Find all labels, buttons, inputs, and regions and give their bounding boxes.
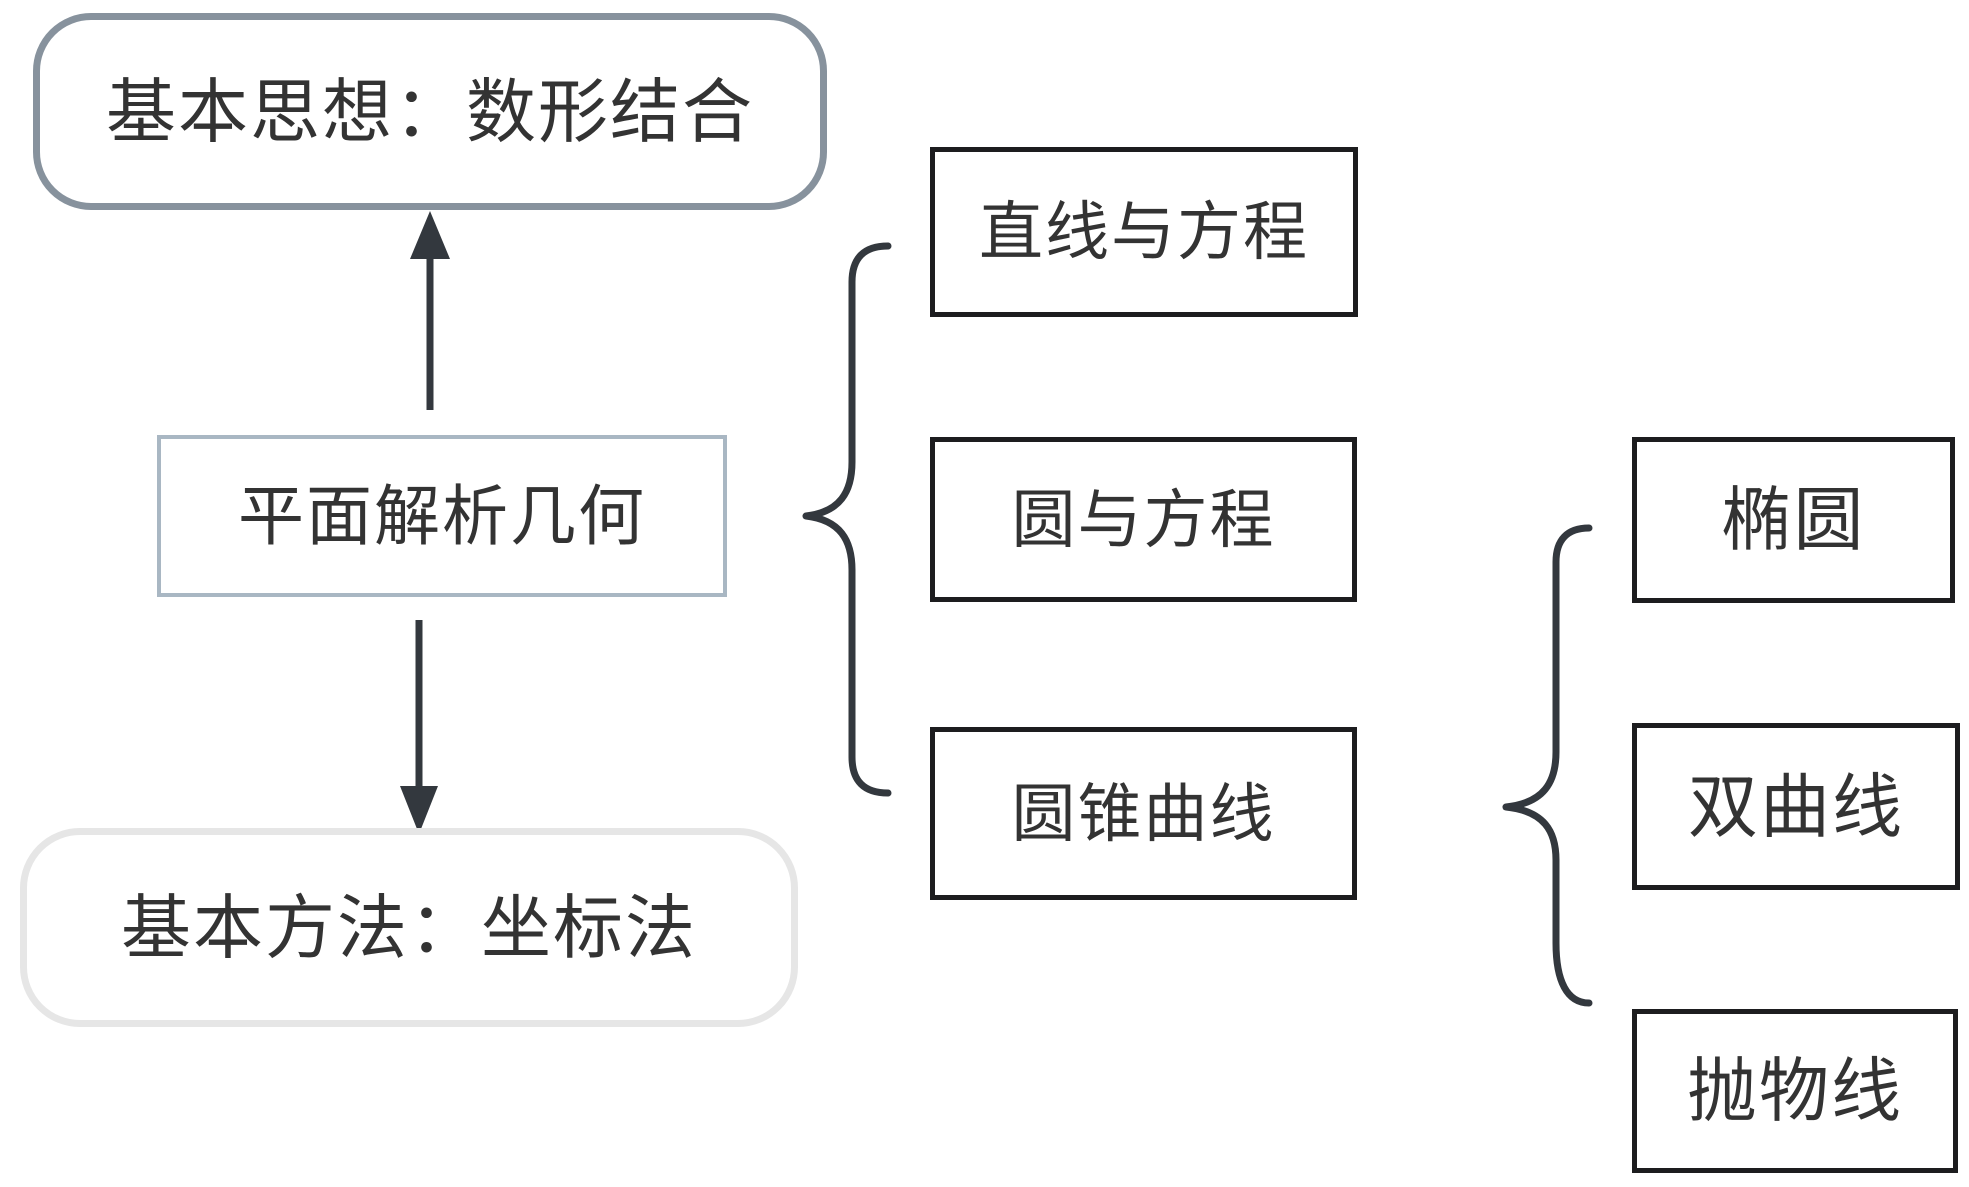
node-circle-and-equation[interactable]: 圆与方程 <box>930 437 1357 602</box>
arrow-down-head-icon <box>400 786 438 834</box>
node-hyperbola[interactable]: 双曲线 <box>1632 723 1960 890</box>
node-basic-method-label: 基本方法：坐标法 <box>121 888 697 967</box>
curly-brace-level-2 <box>1502 524 1593 1007</box>
node-line-and-equation-label: 直线与方程 <box>979 196 1309 268</box>
node-conic-sections-label: 圆锥曲线 <box>1011 777 1276 850</box>
node-parabola-label: 抛物线 <box>1687 1052 1903 1130</box>
node-conic-sections[interactable]: 圆锥曲线 <box>930 727 1357 900</box>
node-ellipse-label: 椭圆 <box>1721 481 1866 559</box>
node-circle-and-equation-label: 圆与方程 <box>1011 483 1276 556</box>
node-root[interactable]: 平面解析几何 <box>157 435 727 597</box>
node-basic-method[interactable]: 基本方法：坐标法 <box>20 828 798 1027</box>
arrow-down-connector <box>400 620 438 834</box>
curly-brace-level-1 <box>802 242 892 797</box>
node-root-label: 平面解析几何 <box>238 479 646 553</box>
arrow-up-connector <box>410 211 450 410</box>
node-parabola[interactable]: 抛物线 <box>1632 1009 1958 1173</box>
node-basic-idea[interactable]: 基本思想：数形结合 <box>33 13 827 210</box>
node-line-and-equation[interactable]: 直线与方程 <box>930 147 1358 317</box>
arrow-up-head-icon <box>410 211 450 259</box>
node-ellipse[interactable]: 椭圆 <box>1632 437 1955 603</box>
node-hyperbola-label: 双曲线 <box>1688 767 1904 846</box>
node-basic-idea-label: 基本思想：数形结合 <box>106 72 754 151</box>
